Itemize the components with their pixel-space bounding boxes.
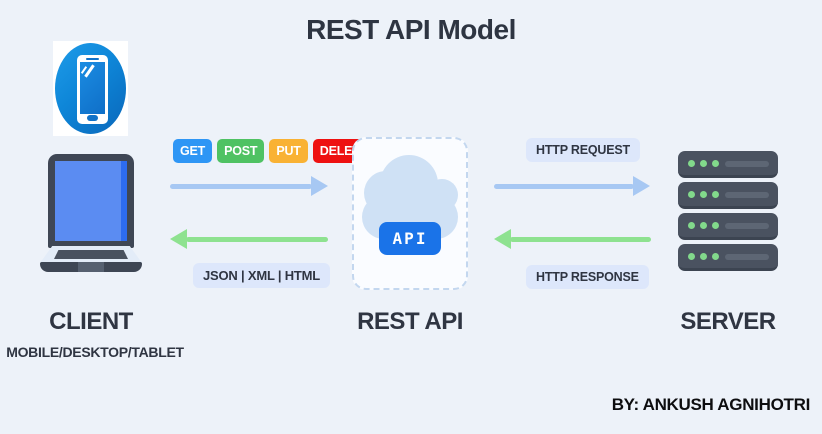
laptop-icon — [40, 154, 142, 272]
phone-screen — [80, 62, 105, 114]
mobile-phone-icon — [53, 41, 128, 136]
server-unit — [678, 151, 778, 178]
api-button: API — [379, 222, 441, 255]
http-request-badge: HTTP REQUEST — [526, 138, 640, 162]
response-formats-badge: JSON | XML | HTML — [193, 263, 331, 288]
server-request-arrowhead-icon — [633, 176, 650, 196]
method-badge-get: GET — [173, 139, 213, 163]
http-response-badge: HTTP RESPONSE — [526, 265, 649, 289]
server-request-arrow-line — [494, 184, 634, 189]
server-leds — [688, 253, 719, 260]
client-request-arrowhead-icon — [311, 176, 328, 196]
client-sublabel: MOBILE/DESKTOP/TABLET — [6, 344, 184, 360]
laptop-screen-highlight — [121, 161, 127, 241]
phone-home-button — [87, 115, 98, 121]
credit-text: BY: ANKUSH AGNIHOTRI — [611, 395, 811, 414]
phone-frame — [77, 55, 108, 124]
phone-ellipse-background — [55, 43, 126, 134]
server-leds — [688, 222, 719, 229]
server-icon — [678, 151, 778, 275]
server-unit — [678, 244, 778, 271]
server-leds — [688, 160, 719, 167]
rest-api-label: REST API — [357, 308, 463, 335]
server-unit — [678, 213, 778, 240]
page-title: REST API Model — [306, 14, 516, 45]
client-request-arrow-line — [170, 184, 312, 189]
server-unit — [678, 182, 778, 209]
phone-speaker — [86, 58, 99, 60]
server-response-arrow-line — [510, 237, 651, 242]
server-slot — [725, 254, 769, 260]
client-label: CLIENT — [49, 308, 133, 335]
server-slot — [725, 192, 769, 198]
client-response-arrow-line — [186, 237, 328, 242]
method-badge-post: POST — [217, 139, 265, 163]
server-slot — [725, 223, 769, 229]
laptop-screen-frame — [48, 154, 134, 248]
laptop-screen — [55, 161, 121, 241]
rest-api-card: API — [352, 137, 468, 290]
client-response-arrowhead-icon — [170, 229, 187, 249]
server-leds — [688, 191, 719, 198]
server-response-arrowhead-icon — [494, 229, 511, 249]
laptop-keyboard — [54, 250, 128, 259]
method-badge-put: PUT — [269, 139, 308, 163]
http-methods-row: GET POST PUT DELETE — [173, 139, 375, 163]
laptop-notch — [78, 262, 104, 272]
server-label: SERVER — [680, 308, 776, 335]
laptop-bottom-bar — [40, 262, 142, 272]
server-slot — [725, 161, 769, 167]
